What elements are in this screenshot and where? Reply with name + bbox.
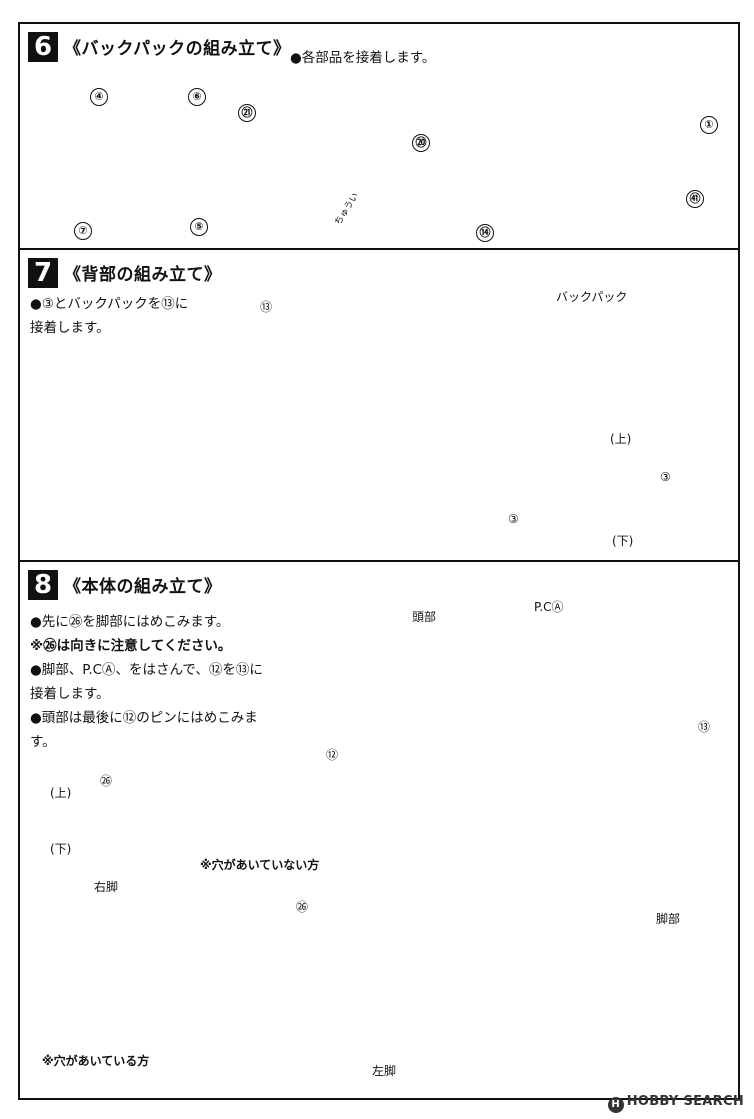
legs-label: 脚部 [656,912,681,926]
step-8-part-13-label: ⑬ [698,720,711,734]
step-8-down-label: (下) [50,842,72,856]
step-8-part-12-label: ⑫ [326,748,339,762]
hobby-search-logo-icon: H [607,1097,624,1113]
step-8-note-1: ●先に㉖を脚部にはめこみます。 [30,614,230,630]
part-7-label: ⑦ [74,222,92,240]
step-7-up-label: (上) [610,432,632,446]
step-7-title: 《背部の組み立て》 [64,265,222,285]
step-8-note-4: 接着します。 [30,686,110,702]
part-5-label: ⑤ [190,218,208,236]
step-7-note-1: ●③とバックパックを⑬に [30,296,189,312]
step-8-note-2: ※㉖は向きに注意してください。 [30,638,232,654]
part-20-label: ⑳ [412,134,430,152]
step-6-panel: 6 《バックパックの組み立て》 ●各部品を接着します。 ④ ⑥ ⑦ ⑤ ㉑ ⑳ … [18,22,740,250]
step-6-note: ●各部品を接着します。 [290,50,436,66]
step-7-part-3-label: ③ [508,512,519,526]
step-8-number: 8 [28,570,58,600]
part-51-label: ㊶ [686,190,704,208]
part-6-label: ⑥ [188,88,206,106]
step-7-note-2: 接着します。 [30,320,110,336]
right-leg-label: 右脚 [94,880,119,894]
head-label: 頭部 [412,610,437,624]
step-8-note-3: ●脚部、P.CⒶ、をはさんで、⑫を⑬に [30,662,263,678]
step-7-part-3-diagram-label: ③ [660,470,671,484]
hobby-search-text: HOBBY SEARCH [626,1094,744,1109]
step-8-title: 《本体の組み立て》 [64,577,222,597]
step-8-up-label: (上) [50,786,72,800]
caution-callout: ちゅうい [333,191,362,228]
washer-26-top-label: ㉖ [100,774,113,788]
step-8-note-6: す。 [30,734,56,750]
step-7-part-13-label: ⑬ [260,300,273,314]
step-8-note-5: ●頭部は最後に⑫のピンにはめこみま [30,710,258,726]
part-14-label: ⑭ [476,224,494,242]
part-4-label: ④ [90,88,108,106]
step-7-number: 7 [28,258,58,288]
no-hole-side-label: ※穴があいていない方 [200,858,320,872]
part-21-label: ㉑ [238,104,256,122]
step-7-down-label: (下) [612,534,634,548]
step-6-title: 《バックパックの組み立て》 [64,39,291,59]
part-1-label: ① [700,116,718,134]
step-7-panel: 7 《背部の組み立て》 ●③とバックパックを⑬に 接着します。 ⑬ バックパック… [18,250,740,562]
step-6-number: 6 [28,32,58,62]
left-leg-label: 左脚 [372,1064,397,1078]
pc-a-label: P.CⒶ [534,600,564,614]
step-8-panel: 8 《本体の組み立て》 ●先に㉖を脚部にはめこみます。 ※㉖は向きに注意してくだ… [18,562,740,1100]
backpack-label: バックパック [556,290,628,304]
hole-side-label: ※穴があいている方 [42,1054,150,1068]
washer-26-label: ㉖ [296,900,309,914]
